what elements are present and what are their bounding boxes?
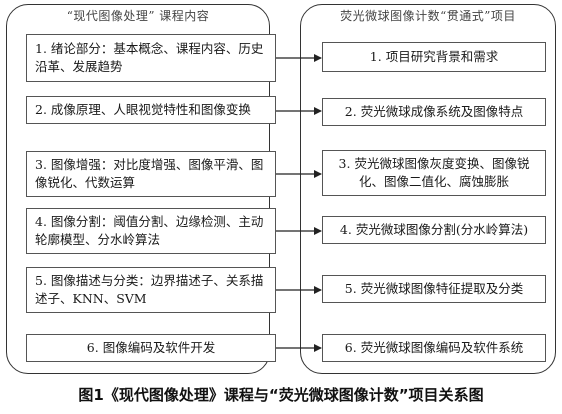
course-item-6-text: 6. 图像编码及软件开发 <box>86 340 216 355</box>
course-item-1-text: 1. 绪论部分：基本概念、课程内容、历史沿革、发展趋势 <box>35 41 264 74</box>
course-item-5: 5. 图像描述与分类：边界描述子、关系描述子、KNN、SVM <box>26 267 276 313</box>
course-item-6: 6. 图像编码及软件开发 <box>26 334 276 362</box>
project-item-2: 2. 荧光微球成像系统及图像特点 <box>322 98 546 126</box>
course-item-4: 4. 图像分割：阈值分割、边缘检测、主动轮廓模型、分水岭算法 <box>26 208 276 254</box>
project-item-5: 5. 荧光微球图像特征提取及分类 <box>322 275 546 303</box>
project-item-5-text: 5. 荧光微球图像特征提取及分类 <box>344 281 524 296</box>
project-item-1-text: 1. 项目研究背景和需求 <box>369 49 499 64</box>
project-item-6-text: 6. 荧光微球图像编码及软件系统 <box>344 340 524 355</box>
project-item-1: 1. 项目研究背景和需求 <box>322 42 546 72</box>
course-item-2: 2. 成像原理、人眼视觉特性和图像变换 <box>26 96 276 124</box>
course-item-2-text: 2. 成像原理、人眼视觉特性和图像变换 <box>35 102 251 117</box>
course-item-5-text: 5. 图像描述与分类：边界描述子、关系描述子、KNN、SVM <box>35 273 264 306</box>
figure-caption: 图1《现代图像处理》课程与“荧光微球图像计数”项目关系图 <box>78 386 484 404</box>
course-item-1: 1. 绪论部分：基本概念、课程内容、历史沿革、发展趋势 <box>26 34 276 82</box>
project-title: 荧光微球图像计数“贯通式”项目 <box>340 9 516 23</box>
project-item-4: 4. 荧光微球图像分割(分水岭算法) <box>322 216 546 244</box>
project-item-4-text: 4. 荧光微球图像分割(分水岭算法) <box>339 222 529 237</box>
course-item-3: 3. 图像增强：对比度增强、图像平滑、图像锐化、代数运算 <box>26 151 276 197</box>
course-item-4-text: 4. 图像分割：阈值分割、边缘检测、主动轮廓模型、分水岭算法 <box>35 214 264 247</box>
course-item-3-text: 3. 图像增强：对比度增强、图像平滑、图像锐化、代数运算 <box>35 157 264 190</box>
project-item-6: 6. 荧光微球图像编码及软件系统 <box>322 334 546 362</box>
course-content-title: “现代图像处理” 课程内容 <box>66 9 210 23</box>
project-item-2-text: 2. 荧光微球成像系统及图像特点 <box>344 104 524 119</box>
project-item-3-text: 3. 荧光微球图像灰度变换、图像锐化、图像二值化、腐蚀膨胀 <box>338 156 530 189</box>
project-item-3: 3. 荧光微球图像灰度变换、图像锐化、图像二值化、腐蚀膨胀 <box>322 150 546 196</box>
project-panel: 荧光微球图像计数“贯通式”项目 <box>300 4 556 374</box>
